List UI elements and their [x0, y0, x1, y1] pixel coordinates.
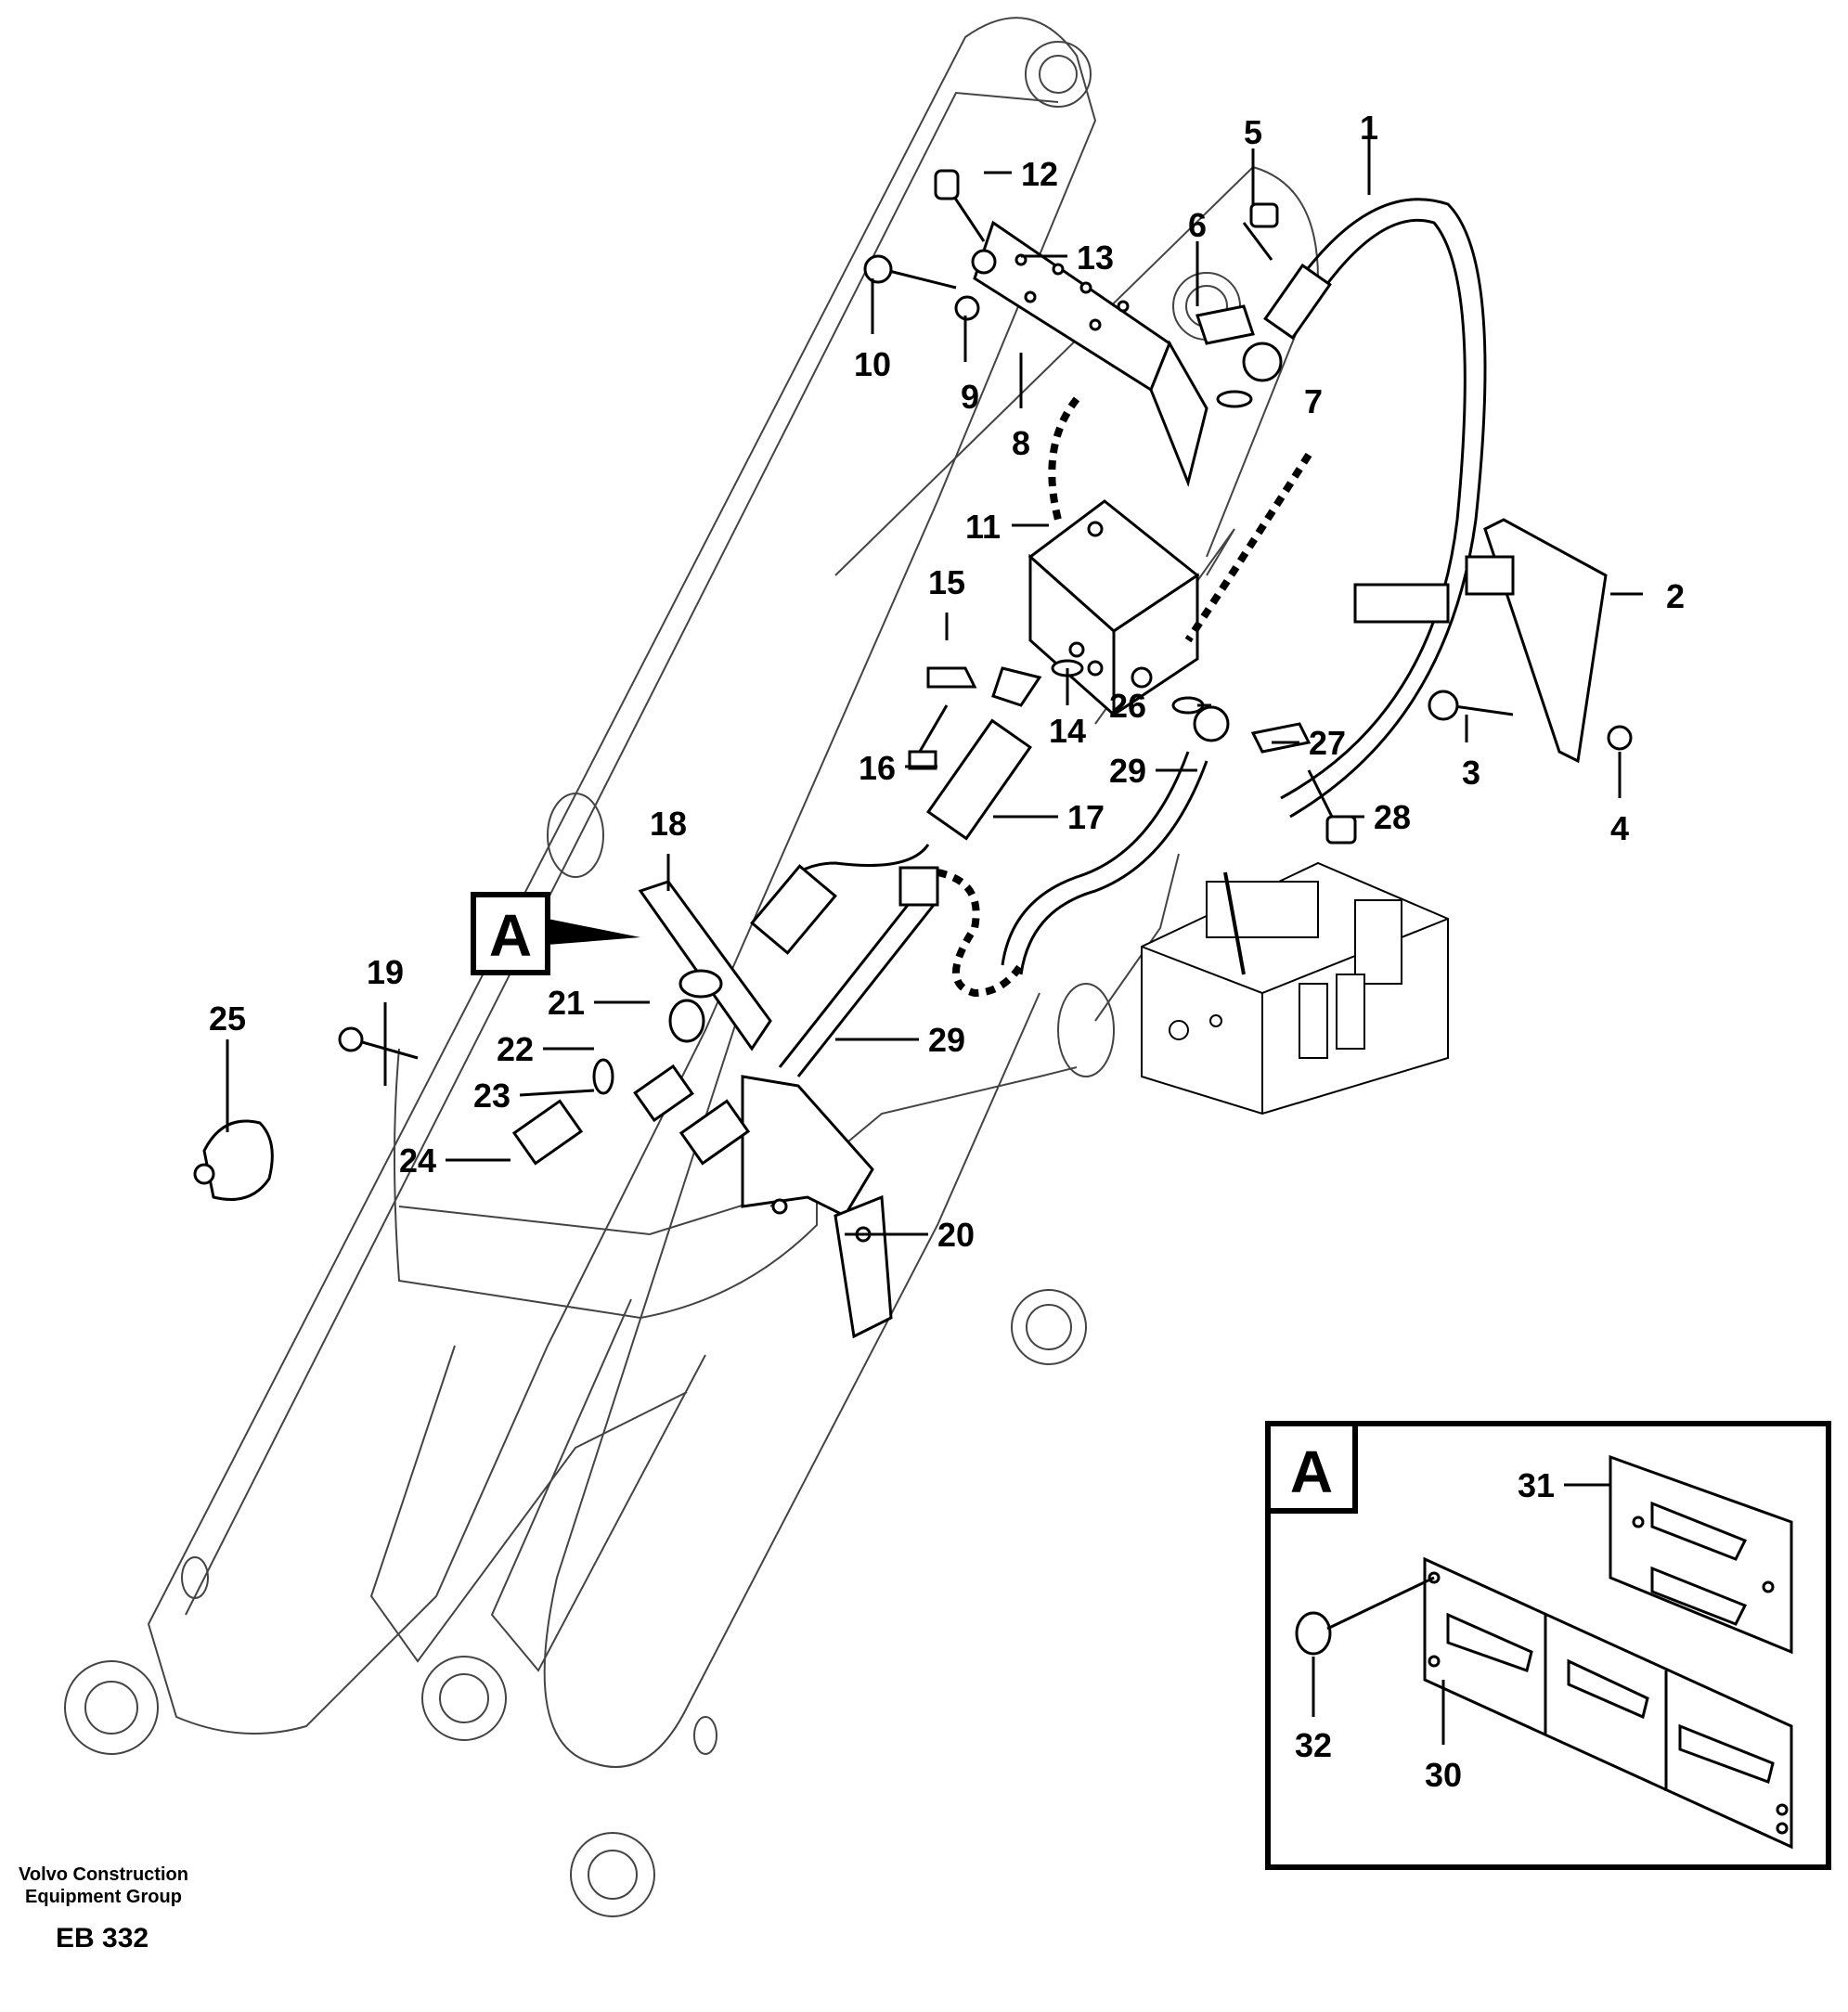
callout-32: 32	[1295, 1726, 1332, 1764]
callout-22: 22	[497, 1030, 534, 1068]
callout-5: 5	[1244, 113, 1262, 151]
mounting-bracket-8	[973, 220, 1208, 487]
callout-labels: 1 2 3 4 5 6 7 8 9 10 11 12 13 14 15 16 1…	[209, 109, 1685, 1794]
callout-1: 1	[1360, 109, 1378, 147]
company-line-2: Equipment Group	[25, 1887, 182, 1907]
footer: Volvo Construction Equipment Group EB 33…	[19, 1864, 188, 1954]
dashed-connection-lines	[937, 396, 1312, 998]
callout-30: 30	[1425, 1756, 1462, 1794]
callout-29-upper: 29	[1109, 752, 1146, 790]
callout-29-lower: 29	[928, 1021, 965, 1059]
callout-27: 27	[1309, 724, 1346, 762]
callout-26: 26	[1109, 687, 1146, 725]
detail-marker-label: A	[489, 902, 532, 969]
callout-28: 28	[1374, 798, 1411, 836]
company-line-1: Volvo Construction	[19, 1864, 188, 1885]
callout-19: 19	[367, 953, 404, 991]
callout-25: 25	[209, 1000, 246, 1038]
boom-arm	[64, 17, 1320, 1917]
fasteners	[338, 169, 1633, 1095]
callout-12: 12	[1021, 155, 1058, 193]
manifold-block	[1027, 499, 1200, 718]
callout-18: 18	[650, 805, 687, 843]
callout-10: 10	[854, 345, 891, 383]
callout-9: 9	[961, 378, 979, 416]
callout-17: 17	[1067, 798, 1105, 836]
callout-3: 3	[1462, 754, 1480, 792]
callout-2: 2	[1666, 577, 1685, 615]
hose-bracket-2	[1353, 518, 1608, 764]
plate-18	[638, 880, 772, 1051]
rivet-32	[1295, 1576, 1435, 1656]
plug-25	[193, 1119, 274, 1201]
bracket-20	[741, 1075, 893, 1339]
callout-20: 20	[937, 1216, 975, 1254]
hydraulic-hose-29	[778, 751, 1208, 1077]
callout-21: 21	[548, 984, 585, 1022]
hose-17-fittings	[750, 666, 1042, 955]
callout-6: 6	[1188, 206, 1207, 244]
callout-13: 13	[1077, 239, 1114, 277]
callout-31: 31	[1518, 1466, 1555, 1504]
callout-23: 23	[473, 1077, 510, 1115]
callout-11: 11	[965, 508, 1001, 546]
callout-15: 15	[928, 563, 965, 601]
decal-31	[1609, 1454, 1793, 1655]
drawing-code: EB 332	[56, 1923, 149, 1954]
detail-marker-a: A	[471, 892, 640, 975]
callout-7: 7	[1304, 382, 1323, 420]
callout-14: 14	[1049, 712, 1086, 750]
inset-label: A	[1290, 1438, 1333, 1505]
callout-24: 24	[399, 1141, 436, 1180]
decal-30	[1423, 1556, 1793, 1850]
callout-16: 16	[859, 749, 896, 787]
inset-detail-a: A	[1265, 1421, 1831, 1870]
callout-8: 8	[1012, 424, 1030, 462]
quick-couplers	[511, 969, 751, 1166]
callout-4: 4	[1610, 809, 1629, 847]
control-valve	[1141, 861, 1449, 1116]
hydraulic-hose-1	[1263, 198, 1487, 819]
leader-lines	[226, 139, 1643, 1745]
